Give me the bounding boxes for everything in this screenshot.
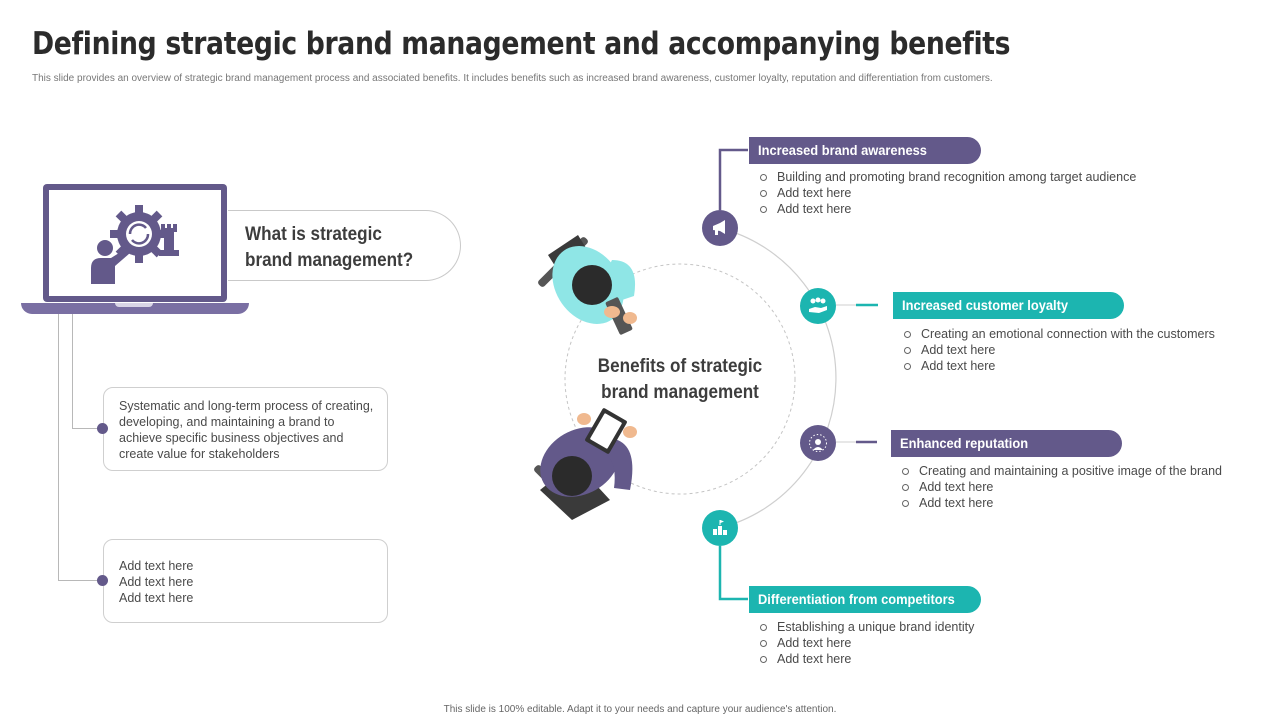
strategy-icon: [91, 205, 179, 284]
laptop-notch: [115, 303, 153, 307]
center-label: Benefits of strategic brand management: [597, 356, 763, 403]
megaphone-icon: [702, 210, 738, 246]
connector-line: [718, 546, 748, 601]
bullet-item: Creating an emotional connection with th…: [902, 326, 1215, 342]
hand-people-icon: [800, 288, 836, 324]
page-subtitle: This slide provides an overview of strat…: [32, 73, 993, 84]
connector-dot: [97, 423, 108, 434]
star-person-icon: [800, 425, 836, 461]
laptop-base: [21, 303, 249, 314]
bullet-item: Establishing a unique brand identity: [758, 619, 974, 635]
connector-line: [72, 314, 73, 429]
bullet-item: Add text here: [758, 185, 1136, 201]
benefit-bullets-awareness: Building and promoting brand recognition…: [758, 169, 1136, 217]
definition-card: Systematic and long-term process of crea…: [103, 387, 388, 471]
bullet-item: Creating and maintaining a positive imag…: [900, 463, 1222, 479]
connector-dot: [97, 575, 108, 586]
placeholder-line: Add text here: [119, 575, 194, 589]
benefit-banner-loyalty: Increased customer loyalty: [893, 292, 1124, 319]
bullet-item: Add text here: [902, 358, 1215, 374]
person-top-illustration: [538, 235, 637, 335]
benefit-banner-awareness: Increased brand awareness: [749, 137, 981, 164]
benefit-bullets-loyalty: Creating an emotional connection with th…: [902, 326, 1215, 374]
placeholder-line: Add text here: [119, 559, 194, 573]
placeholder-card: Add text here Add text here Add text her…: [103, 539, 388, 623]
bullet-item: Add text here: [900, 479, 1222, 495]
connector-line: [58, 314, 59, 581]
bullet-item: Add text here: [758, 651, 974, 667]
podium-flag-icon: [702, 510, 738, 546]
dashed-circle: [564, 263, 796, 495]
benefit-bullets-reputation: Creating and maintaining a positive imag…: [900, 463, 1222, 511]
laptop-illustration: [43, 184, 227, 302]
connector-line: [718, 148, 748, 210]
question-text: What is strategic brand management?: [245, 224, 414, 271]
definition-text: Systematic and long-term process of crea…: [119, 399, 374, 461]
page-title: Defining strategic brand management and …: [32, 26, 1011, 62]
bullet-item: Add text here: [902, 342, 1215, 358]
benefit-banner-reputation: Enhanced reputation: [891, 430, 1122, 457]
footer-note: This slide is 100% editable. Adapt it to…: [443, 704, 837, 715]
bullet-item: Building and promoting brand recognition…: [758, 169, 1136, 185]
connector-line: [58, 580, 104, 581]
question-pill: [228, 210, 461, 281]
benefit-bullets-differentiation: Establishing a unique brand identity Add…: [758, 619, 974, 667]
benefit-banner-differentiation: Differentiation from competitors: [749, 586, 981, 613]
placeholder-line: Add text here: [119, 591, 194, 605]
bullet-item: Add text here: [758, 201, 1136, 217]
benefit-arc: [719, 227, 837, 529]
bullet-item: Add text here: [900, 495, 1222, 511]
person-bottom-illustration: [534, 408, 637, 520]
connector-line: [72, 428, 104, 429]
bullet-item: Add text here: [758, 635, 974, 651]
